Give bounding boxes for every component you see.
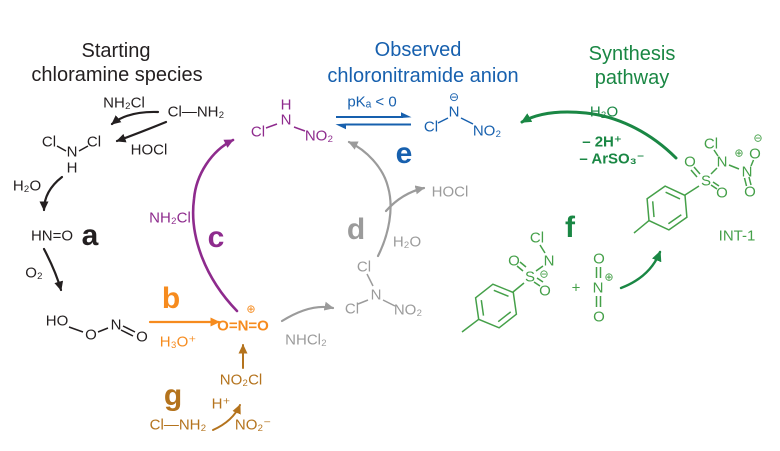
chloronitramide-atom-no2: NO₂ bbox=[304, 127, 334, 145]
dichloronitramide-atom-no2: NO₂ bbox=[393, 301, 423, 319]
chloramine-t-atom-o-right: O bbox=[539, 282, 551, 300]
label-nh2cl-step-c: NH₂Cl bbox=[149, 209, 191, 227]
dichloronitramide-atom-cl-left: Cl bbox=[344, 300, 360, 318]
heading-starting-line2: chloramine species bbox=[31, 64, 203, 86]
int1-minus-charge: ⊖ bbox=[753, 132, 763, 145]
label-minus-2h: – 2H⁺ bbox=[582, 133, 622, 151]
arrow-h2o-hydrolysis bbox=[39, 175, 64, 212]
chloramine-t-atom-n: N bbox=[543, 252, 555, 270]
anion-atom-no2: NO₂ bbox=[472, 122, 502, 140]
hoono-atom-n: N bbox=[110, 316, 122, 334]
heading-synthesis-line1: Synthesis bbox=[588, 43, 676, 65]
int1-atom-n2: N bbox=[741, 163, 753, 181]
chloronitramide-bonds bbox=[265, 123, 306, 132]
step-label-e: e bbox=[395, 137, 413, 170]
hoono-bonds bbox=[68, 325, 136, 337]
molecule-monochloramine: Cl—NH₂ bbox=[167, 103, 225, 121]
dichloronitramide-atom-n: N bbox=[370, 286, 382, 304]
label-h-plus: H⁺ bbox=[211, 395, 231, 413]
molecule-hno: HN=O bbox=[30, 227, 74, 245]
arrow-hocl-to-dichloramine bbox=[115, 120, 168, 143]
nitronium-plus-charge: ⊕ bbox=[246, 303, 256, 316]
heading-starting-line1: Starting bbox=[81, 40, 151, 62]
int1-atom-cl: Cl bbox=[703, 135, 719, 153]
label-hocl-step-d: HOCl bbox=[431, 183, 469, 201]
heading-synthesis-line2: pathway bbox=[594, 67, 670, 89]
int1-atom-s: S bbox=[700, 172, 712, 190]
arrow-synthesis-to-anion bbox=[520, 110, 678, 160]
anion-atom-cl: Cl bbox=[423, 118, 439, 136]
arrow-o2-oxidation bbox=[42, 247, 64, 292]
hoono-atom-o1: O bbox=[85, 326, 97, 344]
heading-observed-line1: Observed bbox=[374, 39, 462, 61]
step-label-f: f bbox=[565, 211, 575, 244]
label-pka: pKₐ < 0 bbox=[347, 93, 397, 111]
nitronium-v-atom-o-bottom: O bbox=[593, 308, 605, 326]
dichloronitramide-bonds bbox=[357, 273, 396, 307]
int1-atom-o-left: O bbox=[684, 153, 696, 171]
label-no2-minus: NO₂⁻ bbox=[234, 416, 272, 434]
int1-atom-o-bottom: O bbox=[744, 183, 756, 201]
dichloramine-atom-h: H bbox=[66, 159, 78, 177]
molecule-nitronium: O=N=O bbox=[217, 317, 269, 335]
step-label-a: a bbox=[81, 219, 99, 252]
anion-atom-n: N bbox=[448, 103, 460, 121]
chloramine-t-atom-o-left: O bbox=[508, 252, 520, 270]
nitronium-v-atom-o-top: O bbox=[593, 250, 605, 268]
hoono-atom-ho: HO bbox=[45, 312, 69, 330]
label-nh2cl-equilibrium: NH₂Cl bbox=[103, 94, 145, 112]
label-h2o-step-d: H₂O bbox=[392, 233, 422, 251]
int1-atom-o-right: O bbox=[716, 184, 728, 202]
label-nhcl2: NHCl₂ bbox=[285, 331, 327, 349]
label-plus-sign: + bbox=[571, 279, 581, 297]
nitronium-v-plus-charge: ⊕ bbox=[604, 271, 614, 284]
chloramine-t-atom-s: S bbox=[524, 268, 536, 286]
arrow-d-hocl-branch bbox=[384, 185, 426, 213]
int1-atom-n1: N bbox=[716, 153, 728, 171]
chloronitramide-atom-cl: Cl bbox=[250, 123, 266, 141]
dichloramine-atom-cl-right: Cl bbox=[86, 133, 102, 151]
int1-atom-o-top: O bbox=[749, 145, 761, 163]
dichloramine-atom-cl-left: Cl bbox=[41, 133, 57, 151]
heading-observed-line2: chloronitramide anion bbox=[327, 65, 519, 87]
arrow-g-curved bbox=[212, 404, 241, 431]
arrow-nh2cl-to-dichloramine bbox=[110, 110, 160, 126]
molecule-monochloramine-g: Cl—NH₂ bbox=[149, 416, 207, 434]
hoono-atom-o2: O bbox=[136, 328, 148, 346]
int1-structure bbox=[633, 149, 755, 234]
arrow-f bbox=[619, 250, 662, 290]
label-int1: INT-1 bbox=[718, 227, 756, 245]
step-label-b: b bbox=[161, 282, 181, 315]
arrow-d-h2o bbox=[347, 140, 392, 258]
int1-plus-charge: ⊕ bbox=[734, 147, 744, 160]
chloronitramide-atom-n: N bbox=[280, 111, 292, 129]
label-h2o-synthesis: H₂O bbox=[589, 103, 619, 121]
chloramine-t-atom-cl: Cl bbox=[529, 229, 545, 247]
label-h2o-hydrolysis: H₂O bbox=[12, 177, 42, 195]
label-h3o-plus: H₃O⁺ bbox=[159, 333, 197, 351]
anion-bonds bbox=[437, 117, 474, 125]
chloronitramide-atom-h: H bbox=[280, 96, 292, 114]
dichloronitramide-atom-cl-top: Cl bbox=[356, 258, 372, 276]
dichloramine-atom-n: N bbox=[66, 143, 78, 161]
chloramine-t-structure bbox=[461, 244, 546, 333]
nitronium-v-bonds bbox=[595, 267, 602, 307]
equilibrium-harpoons bbox=[335, 112, 412, 130]
step-label-d: d bbox=[346, 213, 366, 246]
arrow-nhcl2-to-dichloronitramide bbox=[280, 301, 335, 323]
step-label-g: g bbox=[163, 379, 183, 412]
arrow-c bbox=[191, 138, 239, 313]
nitronium-v-atom-n: N bbox=[592, 279, 604, 297]
label-minus-arso3: – ArSO₃⁻ bbox=[579, 150, 645, 168]
anion-minus-charge: ⊖ bbox=[448, 90, 460, 104]
molecule-no2cl: NO₂Cl bbox=[219, 371, 263, 389]
label-hocl-equilibrium: HOCl bbox=[130, 141, 168, 159]
step-label-c: c bbox=[207, 221, 225, 254]
chloramine-t-minus-charge: ⊖ bbox=[539, 268, 549, 281]
label-o2: O₂ bbox=[25, 264, 43, 282]
dichloramine-bonds bbox=[56, 145, 89, 152]
